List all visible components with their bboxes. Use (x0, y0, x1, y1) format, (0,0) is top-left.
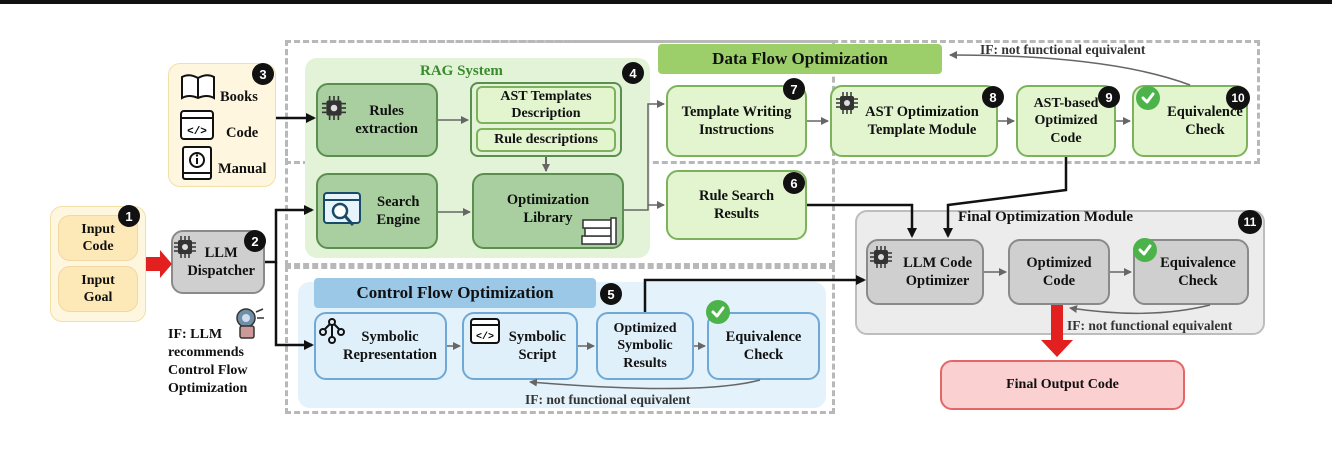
step-8-badge: 8 (982, 86, 1004, 108)
tree-icon (318, 316, 346, 344)
step-11-badge: 11 (1238, 210, 1262, 234)
chip-icon (836, 92, 858, 119)
input-goal-box: Input Goal (58, 266, 138, 312)
ast-optimization-box: AST Optimization Template Module (830, 85, 998, 157)
robot-hand-icon (232, 306, 266, 340)
final-feedback-label: IF: not functional equivalent (1067, 318, 1233, 333)
input-arrow (146, 250, 172, 278)
step-9-badge: 9 (1098, 86, 1120, 108)
rules-extraction-label: Rules extraction (355, 102, 418, 137)
step-4-badge: 4 (622, 62, 644, 84)
cf-equivalence-check-box: Equivalence Check (707, 312, 820, 380)
code-icon: </> (180, 110, 214, 140)
data-flow-feedback-label: IF: not functional equivalent (980, 42, 1146, 57)
search-engine-label: Search Engine (376, 193, 420, 228)
step-6-badge: 6 (783, 172, 805, 194)
top-rule (0, 0, 1332, 4)
final-optimized-code-box: Optimized Code (1008, 239, 1110, 305)
manual-icon (182, 146, 212, 180)
optimized-symbolic-box: Optimized Symbolic Results (596, 312, 694, 380)
symbolic-representation-box: Symbolic Representation (314, 312, 447, 380)
output-arrow (1041, 305, 1073, 357)
symbolic-representation-label: Symbolic Representation (343, 328, 437, 363)
rule-descriptions-box: Rule descriptions (476, 128, 616, 152)
data-flow-title: Data Flow Optimization (658, 44, 942, 74)
code-icon: </> (470, 318, 500, 344)
chip-icon (322, 96, 346, 125)
chip-icon (174, 236, 196, 263)
llm-code-optimizer-label: LLM Code Optimizer (903, 254, 972, 289)
book-icon (180, 72, 216, 100)
ast-templates-box: AST Templates Description (476, 86, 616, 124)
final-output-box: Final Output Code (940, 360, 1185, 410)
step-2-badge: 2 (244, 230, 266, 252)
svg-text:</>: </> (187, 126, 207, 138)
control-flow-frame (285, 266, 835, 414)
search-icon (323, 192, 361, 228)
control-flow-title: Control Flow Optimization (314, 278, 596, 308)
code-label: Code (226, 125, 259, 141)
symbolic-script-label: Symbolic Script (508, 328, 566, 363)
template-writing-box: Template Writing Instructions (666, 85, 807, 157)
chip-icon (870, 246, 892, 273)
step-1-badge: 1 (118, 205, 140, 227)
step-5-badge: 5 (600, 283, 622, 305)
step-10-badge: 10 (1226, 86, 1250, 110)
optimization-library-box: Optimization Library (472, 173, 624, 249)
check-icon (1136, 86, 1160, 110)
ast-optimized-code-box: AST-based Optimized Code (1016, 85, 1116, 157)
books-label: Books (220, 89, 258, 105)
llm-dispatcher-label: LLM Dispatcher (187, 244, 255, 279)
optimization-library-label: Optimization Library (506, 191, 590, 226)
step-7-badge: 7 (783, 78, 805, 100)
check-icon (1133, 238, 1157, 262)
svg-text:</>: </> (476, 331, 494, 343)
rules-extraction-box: Rules extraction (316, 83, 438, 157)
check-icon (706, 300, 730, 324)
manual-label: Manual (218, 161, 267, 177)
cf-feedback-label: IF: not functional equivalent (525, 392, 691, 407)
control-flow-condition: IF: LLM recommends Control Flow Optimiza… (168, 327, 248, 396)
books-stack-icon (578, 214, 618, 246)
step-3-badge: 3 (252, 63, 274, 85)
rag-title: RAG System (420, 63, 503, 79)
final-module-title: Final Optimization Module (958, 209, 1134, 225)
